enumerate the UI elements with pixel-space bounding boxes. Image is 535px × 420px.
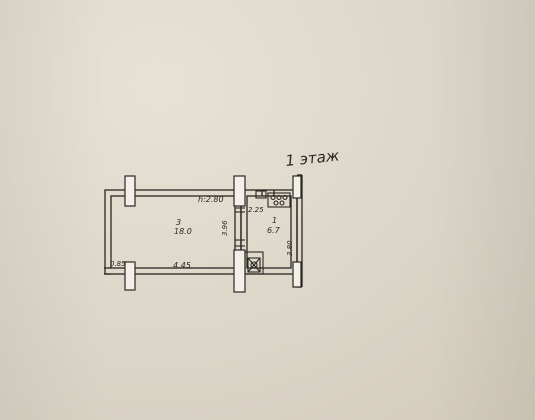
- room-3-number: 3: [176, 218, 181, 227]
- column-top-middle: [233, 175, 246, 207]
- floor-label-text: 1 этаж: [285, 146, 341, 170]
- ceiling-height-label: h:2.80: [198, 195, 224, 204]
- column-bottom-middle: [233, 249, 246, 293]
- door-openings: [110, 196, 245, 268]
- column-top-right: [292, 175, 302, 199]
- room-3-area: 18.0: [174, 227, 192, 236]
- room-1-number: 1: [272, 216, 277, 225]
- kitchen-small-dimension: 2.25: [248, 206, 264, 214]
- wall-columns: [124, 175, 302, 293]
- column-top-left: [124, 175, 136, 207]
- room-1-width-dimension: 3.80: [286, 240, 294, 256]
- floor-label: 1 этаж: [285, 146, 341, 170]
- room-1-area: 6.7: [267, 226, 281, 235]
- room-3-length-dimension: 4.45: [173, 261, 191, 270]
- column-bottom-left: [124, 261, 136, 291]
- column-bottom-right: [292, 261, 302, 288]
- room-3-width-dimension: 3.96: [221, 220, 229, 236]
- left-wall-dimension: 0.85: [110, 260, 126, 268]
- stove-icon: [255, 190, 291, 208]
- fireplace-icon: [244, 251, 264, 275]
